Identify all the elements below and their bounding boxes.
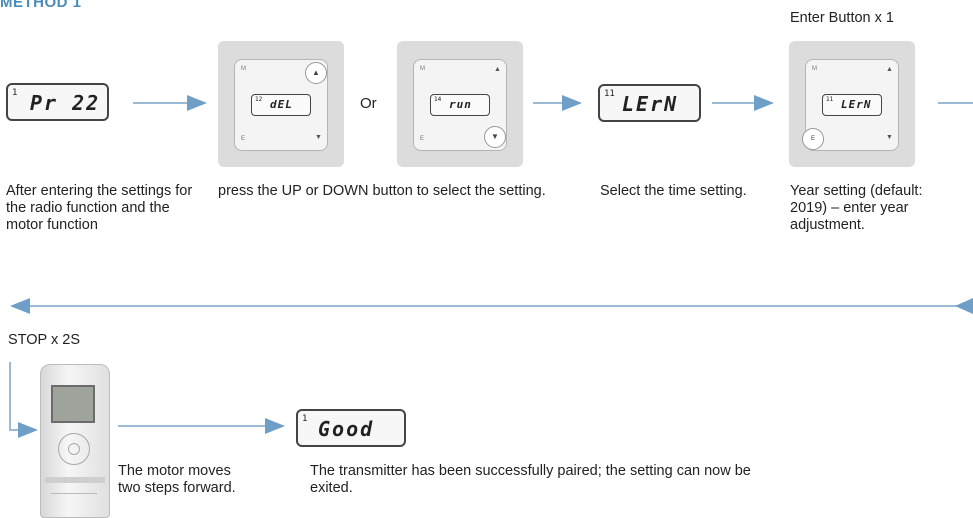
panel-display: 11 LErN [822, 94, 882, 116]
display-text: Good [318, 417, 375, 441]
or-label: Or [360, 95, 377, 112]
e-label: E [420, 136, 425, 142]
step5-caption: The motor moves two steps forward. [118, 463, 236, 496]
step2-caption: press the UP or DOWN button to select th… [218, 183, 546, 199]
down-arrow-icon: ▼ [886, 134, 893, 141]
up-arrow-icon: ▲ [886, 66, 893, 73]
remote-bottom-buttons[interactable] [51, 493, 97, 504]
wall-panel-enter: M ▲ ▼ E 11 LErN [789, 41, 915, 167]
step6-caption: The transmitter has been successfully pa… [310, 463, 751, 496]
panel-face: M E ▼ ▲ 12 dEL [234, 59, 328, 151]
step4-caption: Year setting (default: 2019) – enter yea… [790, 183, 923, 233]
panel-face: M ▲ ▼ E 11 LErN [802, 59, 899, 151]
enter-button-label: Enter Button x 1 [790, 10, 894, 26]
wall-panel-down: M E ▲ ▼ 14 run [397, 41, 523, 167]
display-superscript: 11 [604, 89, 615, 99]
display-text: dEL [270, 98, 293, 111]
remote-control [40, 364, 110, 518]
display-lern: 11 LErN [598, 84, 701, 122]
down-arrow-icon: ▼ [315, 134, 322, 141]
method-title: METHOD 1 [0, 0, 82, 11]
up-button[interactable]: ▲ [305, 62, 327, 84]
display-text: Pr 22 [30, 91, 101, 115]
return-arrow-right [955, 298, 973, 314]
display-good: 1 Good [296, 409, 406, 447]
m-label: M [420, 66, 425, 72]
step1-caption: After entering the settings for the radi… [6, 183, 193, 233]
up-arrow-icon: ▲ [494, 66, 501, 73]
display-superscript: 11 [826, 96, 834, 103]
remote-brand-strip [45, 477, 105, 483]
remote-dpad[interactable] [58, 433, 90, 465]
display-superscript: 14 [434, 96, 442, 103]
display-text: LErN [841, 98, 872, 111]
remote-stop-button[interactable] [68, 443, 80, 455]
display-superscript: 1 [302, 414, 308, 424]
stop-label: STOP x 2S [8, 332, 80, 348]
step3-caption: Select the time setting. [600, 183, 747, 199]
display-superscript: 12 [255, 96, 263, 103]
remote-screen [51, 385, 95, 423]
m-label: M [241, 66, 246, 72]
display-text: LErN [622, 92, 679, 116]
display-superscript: 1 [12, 88, 18, 98]
enter-button[interactable]: E [802, 128, 824, 150]
down-button[interactable]: ▼ [484, 126, 506, 148]
panel-display: 12 dEL [251, 94, 311, 116]
wall-panel-up: M E ▼ ▲ 12 dEL [218, 41, 344, 167]
display-pr22: 1 Pr 22 [6, 83, 109, 121]
panel-display: 14 run [430, 94, 490, 116]
display-text: run [449, 98, 472, 111]
panel-face: M E ▲ ▼ 14 run [413, 59, 507, 151]
e-label: E [241, 136, 246, 142]
m-label: M [812, 66, 817, 72]
bracket-line [9, 362, 38, 438]
